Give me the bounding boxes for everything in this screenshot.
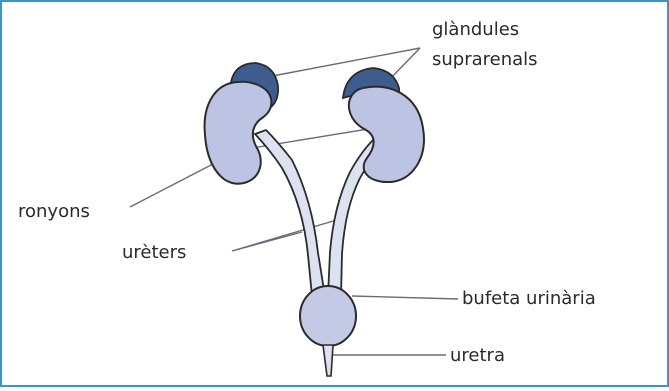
- leader-ureter-right: [232, 219, 340, 251]
- left-ureter: [255, 130, 325, 296]
- leader-gland-left: [262, 48, 420, 78]
- urinary-bladder: [300, 286, 356, 346]
- label-glands-line2: suprarenals: [432, 50, 538, 70]
- urethra: [323, 345, 333, 376]
- label-ureters: urèters: [122, 243, 186, 263]
- kidneys: [205, 82, 424, 184]
- leader-bladder: [352, 296, 458, 299]
- label-urethra: uretra: [450, 346, 505, 366]
- label-bladder: bufeta urinària: [462, 289, 596, 309]
- label-glands-line1: glàndules: [432, 20, 519, 40]
- label-kidneys: ronyons: [18, 202, 90, 222]
- ureters: [255, 130, 386, 296]
- leader-lines: [130, 48, 458, 355]
